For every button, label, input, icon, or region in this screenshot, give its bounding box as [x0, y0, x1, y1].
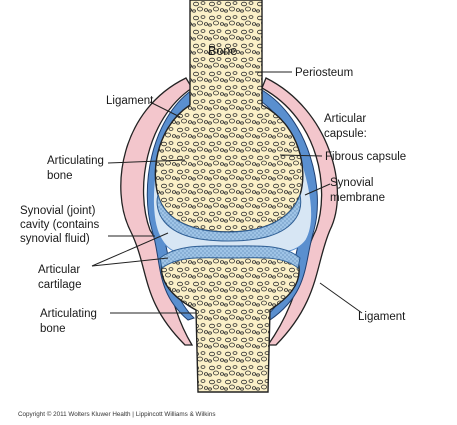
label-ligament-bottom: Ligament: [358, 311, 406, 323]
ligament-sleeve: [120, 77, 194, 346]
label-synovial-cavity-3: synovial fluid): [20, 233, 90, 245]
label-synovial-membrane-2: membrane: [330, 192, 385, 204]
label-articular-capsule-1: Articular: [324, 113, 366, 125]
label-articular-cartilage-2: cartilage: [38, 279, 81, 291]
label-synovial-membrane-1: Synovial: [330, 177, 373, 189]
copyright-notice: Copyright © 2011 Wolters Kluwer Health |…: [18, 411, 216, 418]
label-articulating-bone-top-1: Articulating: [47, 155, 104, 167]
articular-cartilage-lower: [159, 245, 301, 269]
label-articular-cartilage-1: Articular: [38, 264, 80, 276]
label-articular-capsule-2: capsule:: [324, 128, 367, 140]
label-bone: Bone: [208, 44, 237, 58]
label-periosteum: Periosteum: [295, 67, 353, 79]
label-fibrous-capsule: Fibrous capsule: [325, 151, 406, 163]
articular-cartilage-upper: [156, 193, 302, 242]
label-synovial-cavity-1: Synovial (joint): [20, 205, 96, 217]
lower-bone: [160, 250, 300, 393]
label-articulating-bone-bottom-1: Articulating: [40, 308, 97, 320]
label-articulating-bone-bottom-2: bone: [40, 323, 66, 335]
leader-lines: [91, 71, 363, 314]
label-synovial-cavity-2: cavity (contains: [20, 219, 100, 231]
ligament-sleeve-right: [261, 77, 339, 346]
label-ligament-top: Ligament: [106, 95, 154, 107]
label-articulating-bone-top-2: bone: [47, 170, 73, 182]
